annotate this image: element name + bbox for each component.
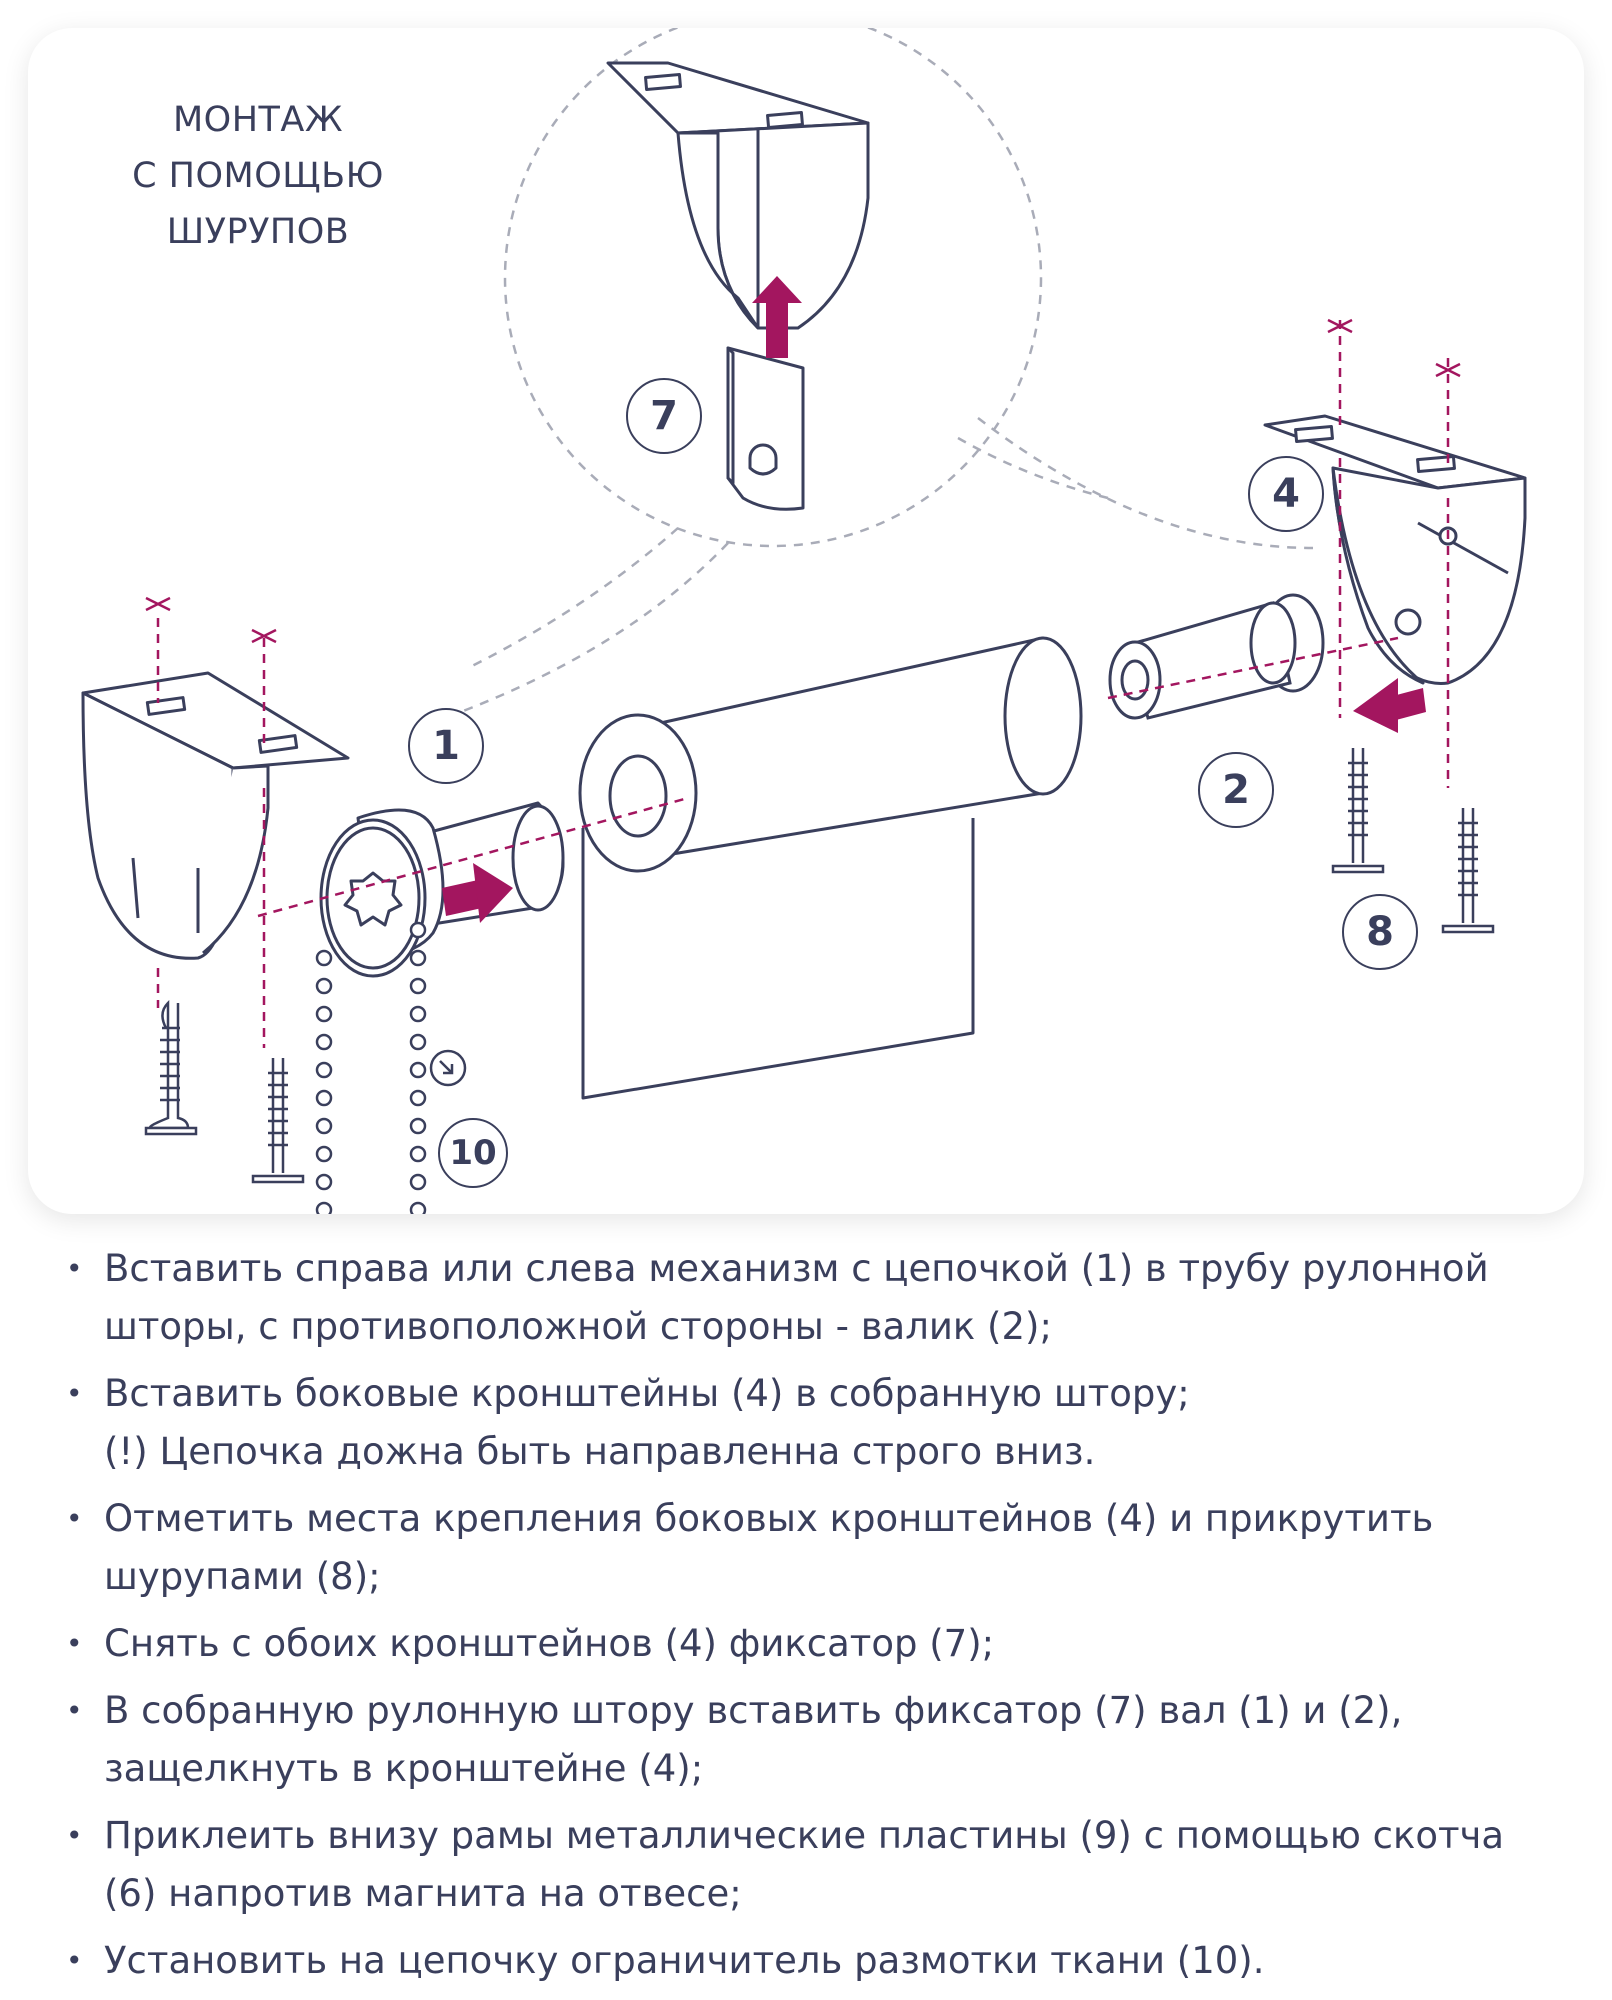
zoom-line-right [977,417,1314,550]
callout-8: 8 [1342,894,1418,970]
instruction-line: Снять с обоих кронштейнов (4) фиксатор (… [104,1622,995,1665]
instruction-line: шторы, с противоположной стороны - валик… [104,1305,1052,1348]
bullet-icon: • [66,1377,83,1410]
instruction-item: • Вставить боковые кронштейны (4) в собр… [60,1365,1560,1481]
zoom-line-right-2 [957,436,1109,500]
roller-tube [578,636,1083,1100]
axis-lines [156,320,1450,1048]
instruction-item: • Отметить места крепления боковых кронш… [60,1490,1560,1606]
screw-marks [145,318,1461,644]
callout-4: 4 [1248,456,1324,532]
diagram-title: МОНТАЖ С ПОМОЩЬЮ ШУРУПОВ [118,92,398,260]
limiter-icon [429,1049,467,1087]
diagram-card: МОНТАЖ С ПОМОЩЬЮ ШУРУПОВ 7 4 1 2 8 10 [28,28,1584,1214]
instruction-line: Установить на цепочку ограничитель размо… [104,1939,1265,1982]
chain-mechanism [319,801,565,978]
instruction-line: шурупами (8); [104,1555,381,1598]
instruction-item: • Приклеить внизу рамы металлические пла… [60,1807,1560,1923]
callout-7: 7 [626,378,702,454]
bullet-icon: • [66,1627,83,1660]
right-bracket [1263,414,1527,685]
callout-1: 1 [408,708,484,784]
bullet-icon: • [66,1502,83,1535]
screw-icon [251,1058,305,1184]
instruction-line: Отметить места крепления боковых кронште… [104,1497,1434,1540]
instruction-item: • Снять с обоих кронштейнов (4) фиксатор… [60,1615,1560,1673]
callout-2: 2 [1198,752,1274,828]
title-line: МОНТАЖ [172,100,344,140]
bead-chain [315,921,427,1214]
zoom-line-left [467,527,679,670]
instruction-item: • В собранную рулонную штору вставить фи… [60,1682,1560,1798]
instruction-item: • Установить на цепочку ограничитель раз… [60,1932,1560,1990]
bullet-icon: • [66,1252,83,1285]
title-line: С ПОМОЩЬЮ [132,156,384,196]
arrow-up-icon [752,276,802,358]
fixator-part [726,346,805,511]
instruction-line: Приклеить внизу рамы металлические пласт… [104,1814,1505,1857]
arrow-left-icon [1353,678,1426,733]
bullet-icon: • [66,1694,83,1727]
zoom-line-left-2 [457,542,729,715]
arrow-right-icon [442,863,513,923]
bullet-icon: • [66,1944,83,1977]
screw-icon [1331,748,1385,874]
title-line: ШУРУПОВ [166,212,350,252]
screw-icon [1441,808,1495,934]
left-bracket [81,671,350,960]
instruction-line: (6) напротив магнита на отвесе; [104,1872,742,1915]
zoom-circle [503,28,1043,548]
instruction-list: • Вставить справа или слева механизм с ц… [60,1240,1560,1999]
instruction-line: Вставить боковые кронштейны (4) в собран… [104,1372,1190,1415]
bullet-icon: • [66,1819,83,1852]
instruction-line: (!) Цепочка дожна быть направленна строг… [104,1430,1096,1473]
instruction-line: Вставить справа или слева механизм с цеп… [104,1247,1489,1290]
bracket-zoom [606,61,870,330]
assembly-illustration [81,28,1527,1214]
instruction-item: • Вставить справа или слева механизм с ц… [60,1240,1560,1356]
callout-10: 10 [438,1118,508,1188]
screw-icon [144,999,198,1136]
instruction-line: защелкнуть в кронштейне (4); [104,1747,704,1790]
roller-end-pin [1108,593,1325,720]
zoom-callout [457,28,1314,715]
instruction-line: В собранную рулонную штору вставить фикс… [104,1689,1403,1732]
